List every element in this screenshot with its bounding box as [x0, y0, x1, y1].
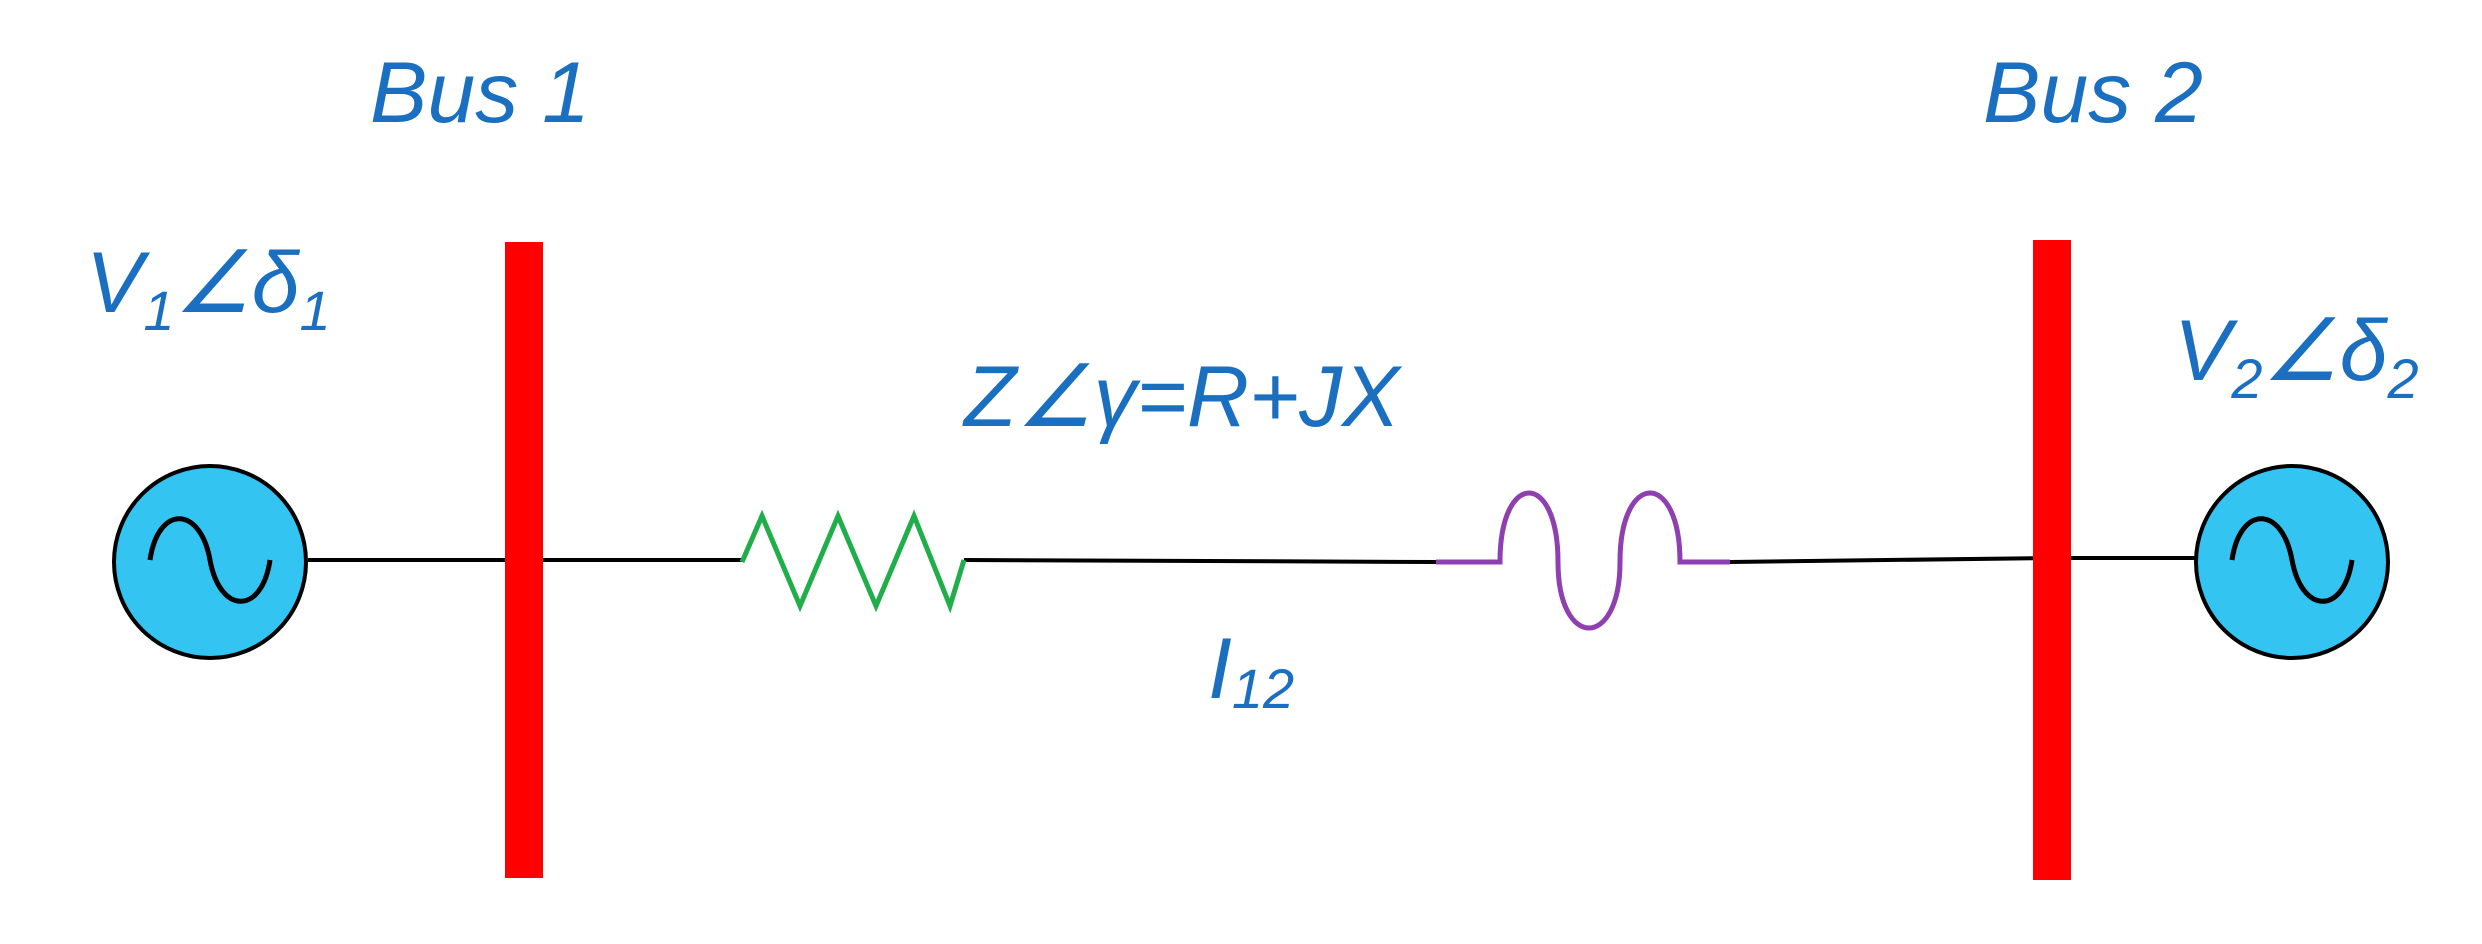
source-2-voltage-label: V2∠δ2: [2174, 303, 2419, 410]
delta1-symbol: δ: [252, 235, 301, 331]
v2-subscript: 2: [2230, 347, 2262, 410]
v1-angle-symbol: ∠: [175, 235, 252, 331]
impedance-label: Z∠γ=R+JX: [962, 349, 1403, 445]
source-1-voltage-label: V1∠δ1: [86, 235, 331, 342]
sine-wave-icon: [147, 516, 273, 604]
v2-symbol: V: [2174, 303, 2239, 399]
sine-wave-icon: [2229, 516, 2355, 604]
current-subscript: 12: [1232, 657, 1294, 720]
delta2-symbol: δ: [2340, 303, 2389, 399]
wire-resistor-to-inductor: [963, 558, 1437, 564]
bus-2-label: Bus 2: [1983, 45, 2203, 141]
generator-1: [112, 464, 308, 660]
transmission-line: [308, 556, 2200, 564]
delta1-subscript: 1: [299, 279, 330, 342]
current-label: I12: [1208, 621, 1294, 720]
bus-1-label: Bus 1: [370, 45, 590, 141]
delta2-subscript: 2: [2386, 347, 2418, 410]
wire-inductor-to-bus2: [1729, 556, 2051, 564]
generator-2: [2194, 464, 2390, 660]
bus-1-bar: [505, 242, 543, 878]
v1-symbol: V: [86, 235, 151, 331]
inductor-symbol: [1436, 490, 1730, 631]
resistor-symbol: [739, 509, 967, 614]
bus-2-bar: [2033, 240, 2071, 880]
current-symbol: I: [1208, 621, 1232, 717]
v2-angle-symbol: ∠: [2263, 303, 2340, 399]
v1-subscript: 1: [143, 279, 174, 342]
